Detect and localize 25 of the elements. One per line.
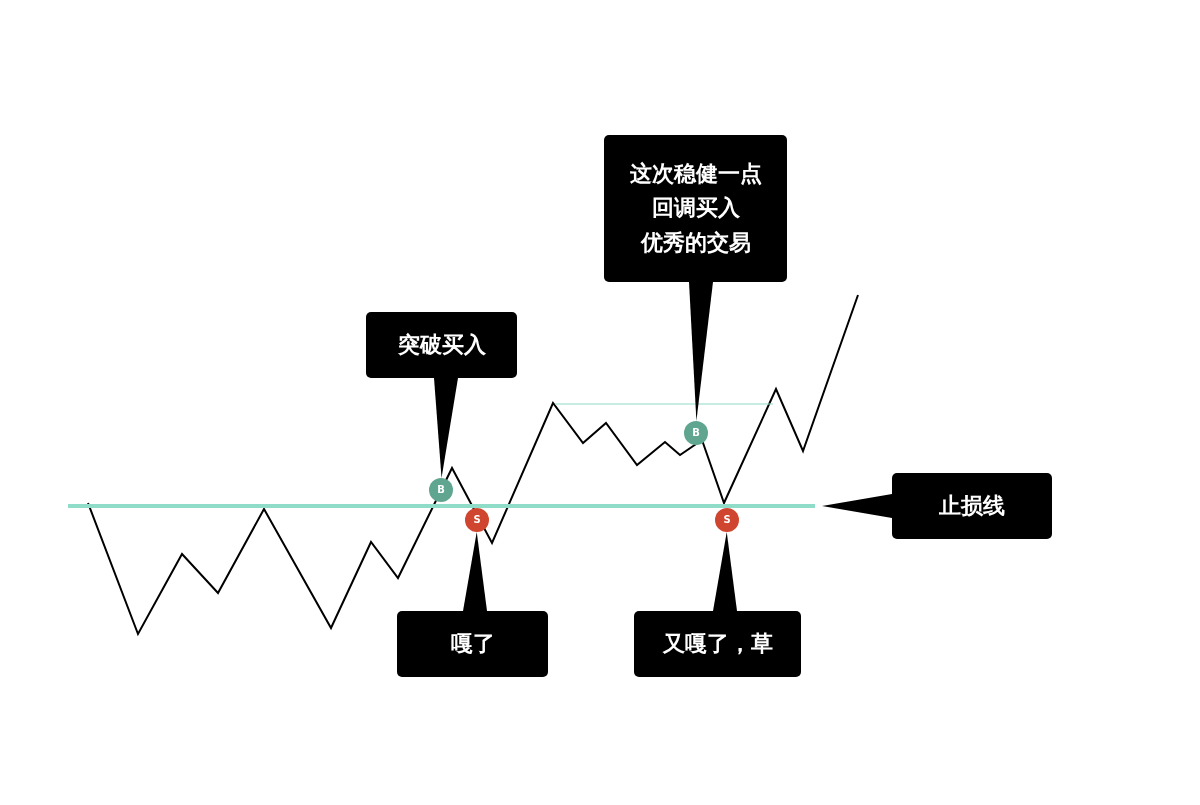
callout-text: 突破买入 <box>397 331 486 359</box>
callout-pointer <box>822 494 892 518</box>
callout-box <box>634 611 801 677</box>
callout-box <box>892 473 1052 539</box>
trade-marker <box>684 421 708 445</box>
callout-text: 嘎了 <box>450 630 495 658</box>
marker-letter: S <box>723 515 731 525</box>
callout-pointer <box>713 532 737 611</box>
trade-marker <box>429 478 453 502</box>
callout-pointer <box>689 282 713 421</box>
trade-marker <box>715 508 739 532</box>
marker-letter: B <box>437 485 445 495</box>
marker-letter: B <box>692 428 700 438</box>
callout-box <box>397 611 548 677</box>
callout-text: 优秀的交易 <box>640 229 751 257</box>
callout-text: 这次稳健一点 <box>629 160 762 188</box>
callout-box <box>604 135 787 282</box>
callout-text: 回调买入 <box>651 195 740 222</box>
callout-box <box>366 312 517 378</box>
callout-text: 又嘎了，草 <box>662 630 773 658</box>
callout-pointer <box>463 532 487 611</box>
callout-pointer <box>434 378 458 478</box>
trade-marker <box>465 508 489 532</box>
marker-letter: S <box>473 515 481 525</box>
callout-text: 止损线 <box>939 492 1005 520</box>
